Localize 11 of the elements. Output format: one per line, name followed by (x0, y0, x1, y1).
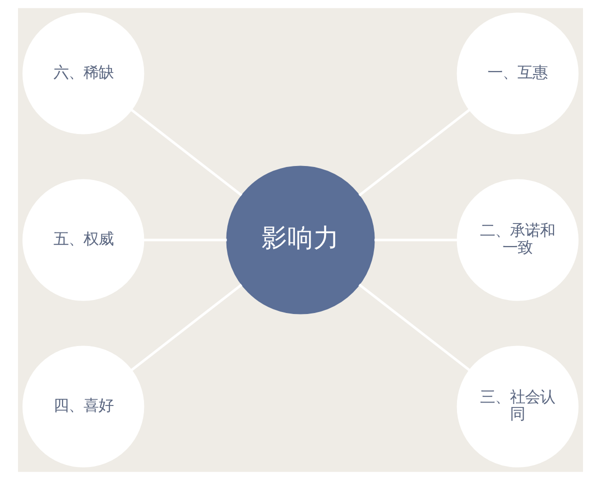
node-circle: 一、互惠 (456, 12, 578, 134)
node-circle: 三、社会认同 (456, 346, 578, 468)
node-circle: 五、权威 (22, 179, 144, 301)
connector (130, 108, 242, 196)
node-circle: 六、稀缺 (22, 12, 144, 134)
connector (358, 284, 470, 372)
node-circle: 二、承诺和一致 (456, 179, 578, 301)
connector (130, 284, 242, 372)
node-circle: 影响力 (226, 166, 374, 314)
node-circle: 四、喜好 (22, 346, 144, 468)
connector (358, 108, 470, 196)
